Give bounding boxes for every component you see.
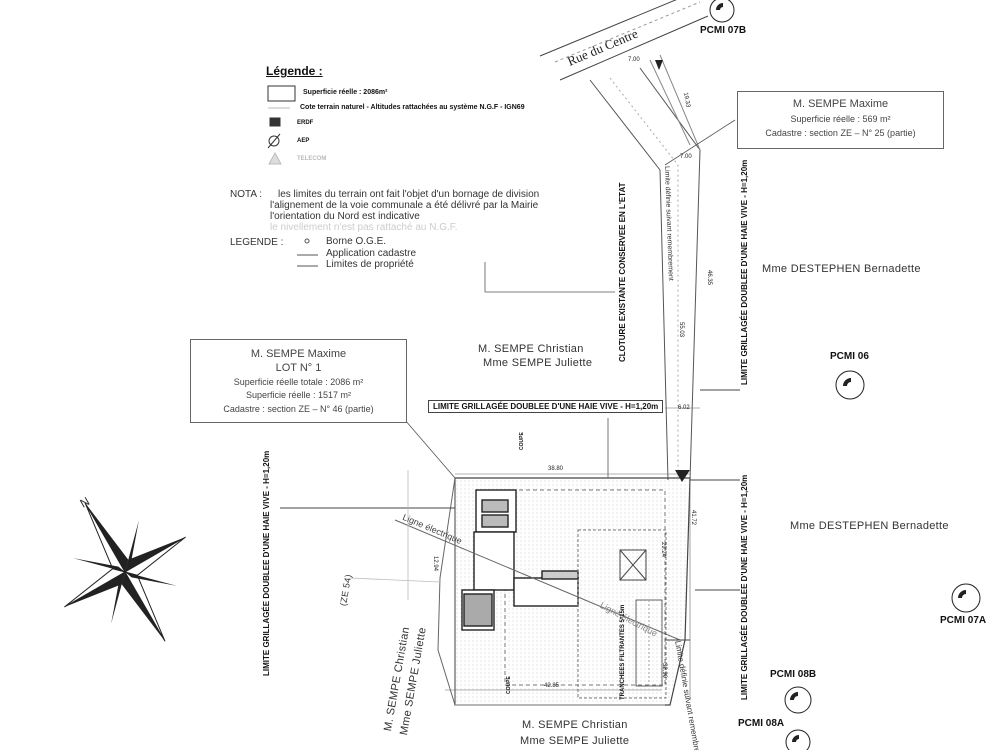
legend-item-erdf: ERDF (297, 120, 314, 126)
filter-trench (577, 529, 667, 699)
nota-legend-limites: Limites de propriété (326, 259, 414, 270)
septic-tank (619, 549, 647, 581)
pcmi-08b-label: PCMI 08B (770, 669, 817, 680)
road-rue-du-centre (539, 0, 709, 81)
legend-title: Légende : (266, 64, 323, 78)
lot-box-surface: Superficie réelle : 1517 m² (245, 390, 352, 400)
dim-12-94: 12.94 (432, 556, 438, 572)
neighbor-boundaries (280, 389, 740, 641)
dim-6-02: 6.02 (678, 405, 690, 411)
lot-box-total-surface: Superficie réelle totale : 2086 m² (233, 377, 364, 387)
electric-line (394, 519, 681, 641)
nota-legend-cadastre: Application cadastre (326, 248, 417, 259)
owner-sempe-juliette-center-2: Mme SEMPE Juliette (483, 357, 593, 369)
nota-line-4: le nivellement n'est pas rattaché au N.G… (270, 222, 458, 233)
dim-29-24: 29.24 (660, 542, 666, 558)
owner-destephen-mid: Mme DESTEPHEN Bernadette (790, 520, 949, 532)
dim-7-00-mid: 7.00 (680, 154, 692, 160)
dim-46-35: 46.35 (706, 270, 712, 286)
leader-lines (404, 119, 736, 479)
pcmi-07a-label: PCMI 07A (940, 615, 987, 626)
neighbor-parcel-strip (437, 477, 456, 706)
nota-line-2: l'alignement de la voie communale a été … (270, 200, 539, 211)
entry-arrow (655, 60, 663, 70)
legend-item-aep: AEP (297, 138, 310, 144)
trench-label: TRANCHEES FILTRANTES 5*15m (620, 604, 626, 700)
legend-item-surface: Superficie réelle : 2086m² (303, 89, 388, 96)
lot-box-cadastre: Cadastre : section ZE – N° 46 (partie) (223, 404, 374, 414)
owner-box-name: M. SEMPE Maxime (792, 98, 889, 110)
legend-item-altitude: Cote terrain naturel - Altitudes rattach… (300, 104, 525, 111)
dim-55-03: 55.03 (678, 322, 684, 338)
nota-line-3: l'orientation du Nord est indicative (270, 211, 420, 222)
neighbor-hatch (349, 470, 665, 706)
nota-legend-label: LEGENDE : (230, 237, 284, 248)
pcmi-07b-label: PCMI 07B (700, 25, 747, 36)
fence-label-cloture: CLOTURE EXISTANTE CONSERVEE EN L'ETAT (618, 182, 627, 362)
owner-box-lot-1: M. SEMPE Maxime LOT N° 1 Superficie réel… (190, 339, 407, 423)
access-driveway (589, 54, 701, 481)
owner-destephen-top: Mme DESTEPHEN Bernadette (762, 263, 921, 275)
owner-sempe-juliette-bottom-2: Mme SEMPE Juliette (520, 735, 630, 747)
dim-32-90: 32.90 (661, 663, 667, 679)
owner-sempe-christian-bottom-1: M. SEMPE Christian (522, 719, 628, 731)
owner-box-surface: Superficie réelle : 569 m² (790, 114, 891, 124)
pcmi-06-label: PCMI 06 (830, 351, 869, 362)
lot-box-name: M. SEMPE Maxime (250, 348, 347, 360)
pcmi-08a-label: PCMI 08A (738, 718, 785, 729)
svg-text:N: N (78, 494, 93, 510)
owner-sempe-christian-center-1: M. SEMPE Christian (478, 343, 584, 355)
north-compass-icon (64, 502, 186, 642)
dim-38-80: 38.80 (548, 466, 564, 472)
fence-label-grillage-left: LIMITE GRILLAGÉE DOUBLEE D'UNE HAIE VIVE… (262, 450, 271, 676)
house-footprint (461, 489, 579, 631)
fence-label-grillage-bottom-right: LIMITE GRILLAGÉE DOUBLEE D'UNE HAIE VIVE… (740, 474, 749, 700)
fence-label-grillage-horizontal: LIMITE GRILLAGÉE DOUBLEE D'UNE HAIE VIVE… (428, 400, 664, 413)
coupe-marker-top: COUPE (519, 432, 525, 450)
nota-line-1: les limites du terrain ont fait l'objet … (278, 189, 540, 200)
legend-symbols (267, 85, 296, 165)
driveway-arrow (675, 470, 690, 482)
owner-box-cadastre: Cadastre : section ZE – N° 25 (partie) (765, 128, 916, 138)
legend-item-telecom: TELECOM (297, 156, 327, 162)
pcmi-view-icon (709, 0, 981, 750)
lot-box-number: LOT N° 1 (275, 362, 322, 374)
dim-7-00-top: 7.00 (628, 57, 640, 63)
dim-42-85: 42.85 (544, 683, 560, 689)
dimension-lines (445, 407, 700, 700)
nota-legend-symbols (297, 238, 318, 267)
fence-label-grillage-top-right: LIMITE GRILLAGÉE DOUBLEE D'UNE HAIE VIVE… (740, 159, 749, 385)
owner-box-sempe-maxime-569: M. SEMPE Maxime Superficie réelle : 569 … (737, 91, 944, 149)
nota-legend-borne: Borne O.G.E. (326, 236, 387, 247)
nota-label: NOTA : (230, 189, 263, 200)
coupe-marker-bottom: COUPE (506, 676, 512, 694)
dim-41-72: 41.72 (690, 510, 696, 526)
